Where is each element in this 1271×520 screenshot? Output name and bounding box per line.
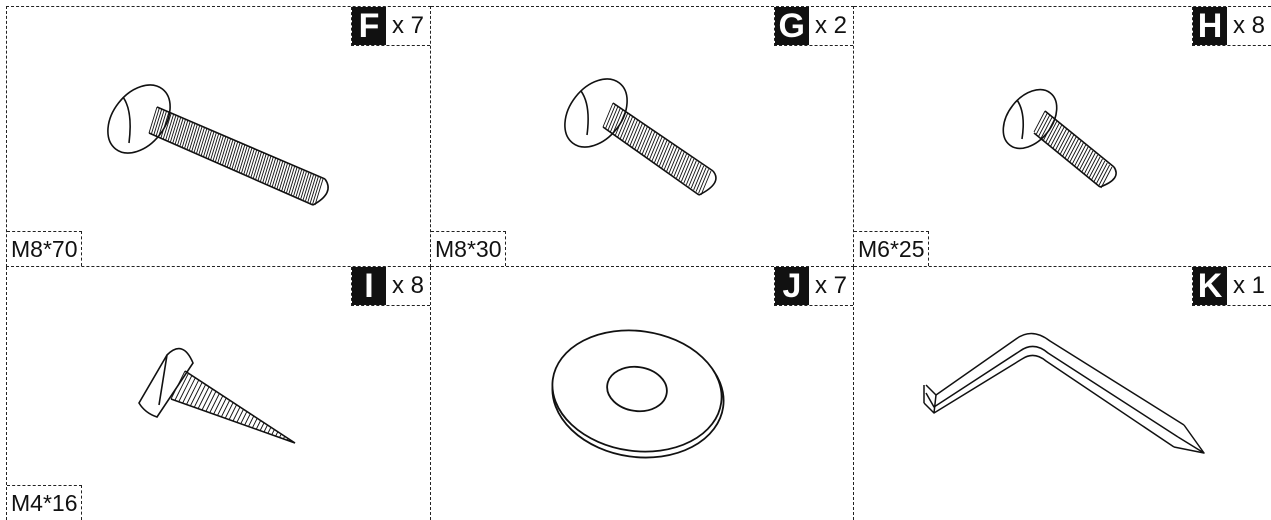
part-letter: F: [351, 7, 386, 45]
part-letter: I: [351, 267, 386, 305]
part-label: J x 7: [773, 267, 853, 306]
carriage-bolt-medium-icon: [564, 78, 717, 196]
part-label: I x 8: [350, 267, 430, 306]
part-cell-g: G x 2 M8*30: [431, 6, 854, 267]
washer-icon: [551, 329, 725, 459]
part-quantity: x 7: [814, 272, 847, 299]
part-letter: J: [774, 267, 809, 305]
part-cell-i: I x 8 M4*16: [6, 267, 431, 520]
part-letter: H: [1192, 7, 1227, 45]
part-label: F x 7: [350, 7, 430, 46]
part-cell-j: J x 7: [431, 267, 854, 520]
wood-screw-icon: [138, 347, 296, 444]
part-cell-k: K x 1: [854, 267, 1271, 520]
carriage-bolt-long-icon: [107, 84, 329, 206]
part-quantity: x 1: [1232, 272, 1265, 299]
part-quantity: x 2: [814, 12, 847, 39]
part-spec: M8*70: [7, 231, 83, 266]
part-spec: M8*30: [431, 231, 507, 266]
part-letter: K: [1192, 267, 1227, 305]
part-label: K x 1: [1191, 267, 1271, 306]
part-label: G x 2: [773, 7, 853, 46]
part-quantity: x 8: [1232, 12, 1265, 39]
carriage-bolt-short-icon: [1002, 88, 1117, 189]
part-cell-f: F x 7 M8*70: [6, 6, 431, 267]
hex-key-icon: [923, 332, 1205, 454]
part-spec: M4*16: [7, 485, 83, 520]
part-letter: G: [774, 7, 809, 45]
part-cell-h: H x 8 M6*25: [854, 6, 1271, 267]
part-quantity: x 7: [391, 12, 424, 39]
part-spec: M6*25: [854, 231, 930, 266]
part-quantity: x 8: [391, 272, 424, 299]
part-label: H x 8: [1191, 7, 1271, 46]
